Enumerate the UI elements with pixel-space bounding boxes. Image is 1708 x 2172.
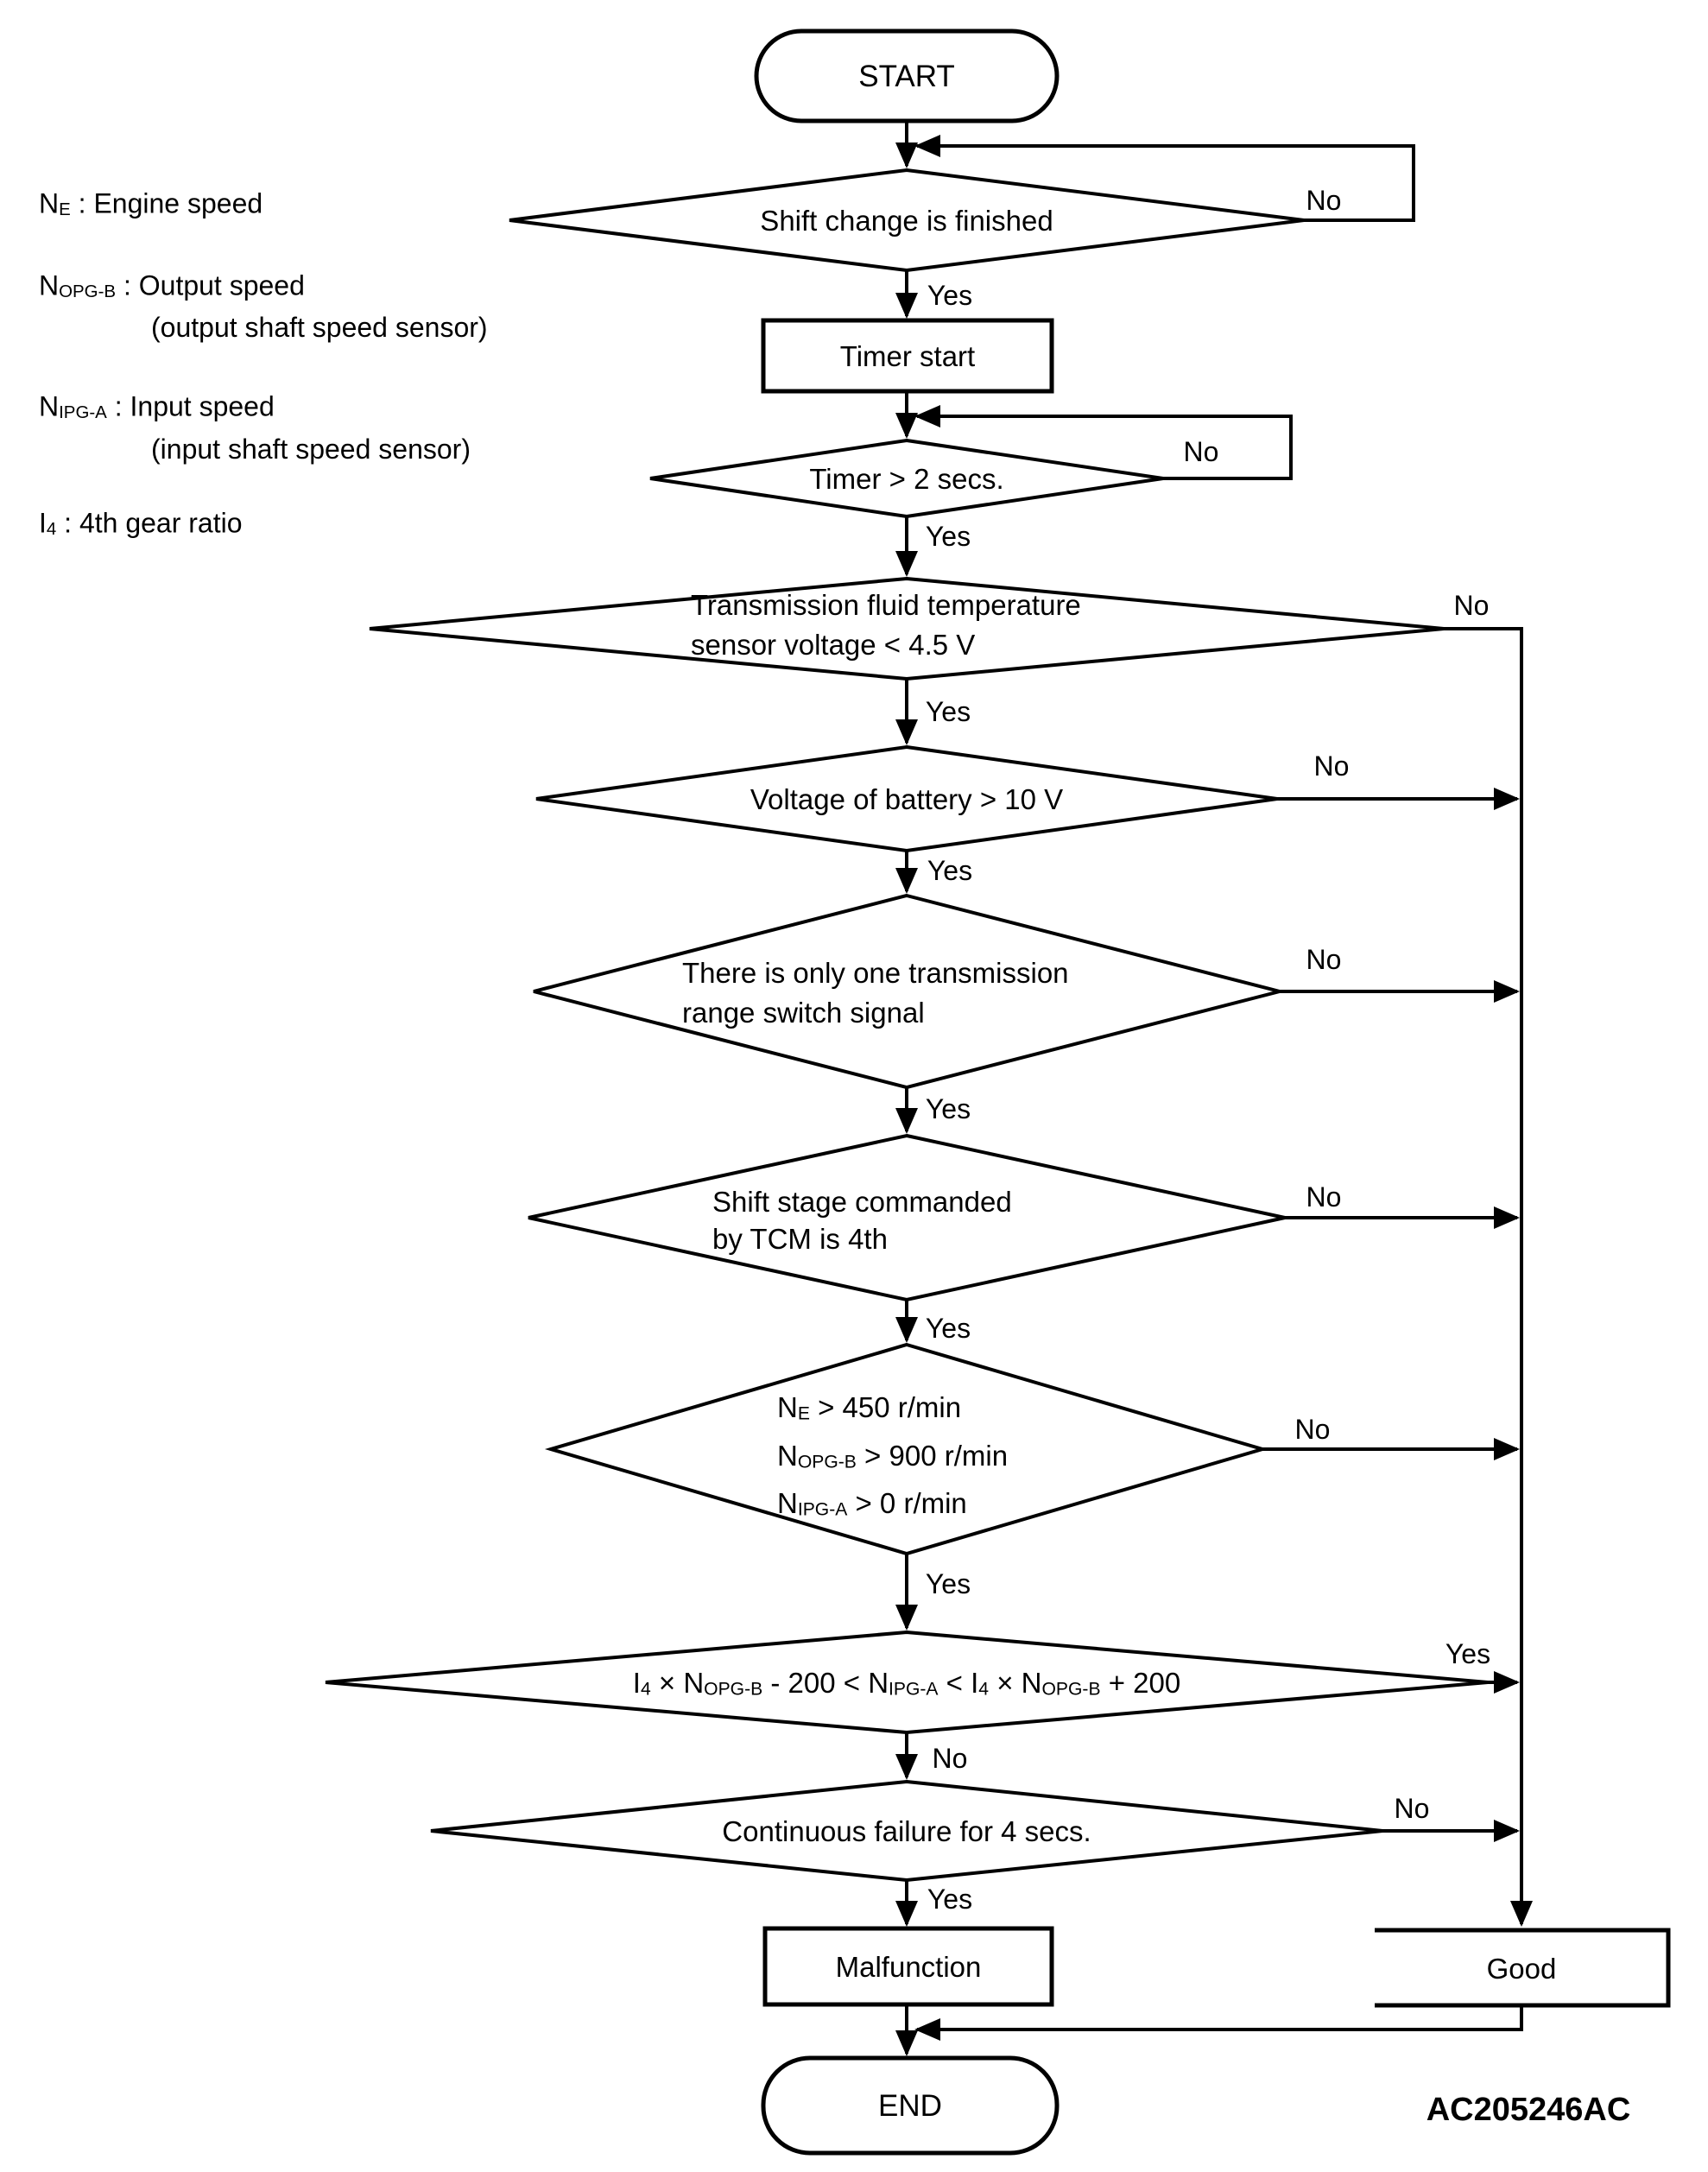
loop-no-shift-change bbox=[914, 135, 1415, 222]
start-terminal-shape bbox=[754, 28, 1060, 123]
figure-code: AC205246AC bbox=[1426, 2092, 1631, 2129]
decision-ratio-shape bbox=[325, 1630, 1489, 1735]
decision-fluid-temp-line1: Transmission fluid temperature bbox=[691, 589, 1081, 621]
decision-shift-stage-shape bbox=[528, 1133, 1286, 1302]
route-yes-continuous: Yes bbox=[927, 1883, 973, 1915]
decision-speeds-shape bbox=[544, 1342, 1269, 1556]
route-yes-speeds: Yes bbox=[925, 1567, 971, 1599]
decision-fluid-temp-label: Transmission fluid temperature sensor vo… bbox=[691, 586, 1081, 665]
route-no-range-switch: No bbox=[1306, 943, 1342, 975]
good-box-shape bbox=[1375, 1928, 1671, 2008]
decision-battery-shape bbox=[535, 744, 1278, 853]
route-no-ratio: No bbox=[932, 1742, 968, 1774]
decision-range-switch-label: There is only one transmission range swi… bbox=[682, 953, 1069, 1033]
malfunction-box-label: Malfunction bbox=[835, 1951, 982, 1984]
route-yes-timer: Yes bbox=[925, 520, 971, 552]
good-box-label: Good bbox=[1486, 1953, 1557, 1985]
end-terminal-label: END bbox=[878, 2089, 942, 2123]
route-no-continuous: No bbox=[1394, 1792, 1430, 1824]
route-no-shift-change: No bbox=[1306, 184, 1342, 216]
route-no-speeds: No bbox=[1294, 1413, 1331, 1445]
decision-speeds-label: NE > 450 r/min NOPG-B > 900 r/min NIPG-A… bbox=[777, 1387, 1008, 1531]
route-yes-ratio: Yes bbox=[1445, 1637, 1491, 1669]
route-yes-battery: Yes bbox=[927, 854, 973, 886]
decision-timer-shape bbox=[649, 438, 1164, 519]
decision-fluid-temp-line2: sensor voltage < 4.5 V bbox=[691, 629, 976, 661]
decision-range-switch-line1: There is only one transmission bbox=[682, 957, 1069, 989]
legend-output-speed: NOPG-B : Output speed bbox=[39, 269, 305, 301]
start-terminal-label: START bbox=[858, 60, 955, 93]
decision-speeds-line2: NOPG-B > 900 r/min bbox=[777, 1439, 1009, 1472]
legend-input-speed-note: (input shaft speed sensor) bbox=[151, 433, 471, 465]
timer-start-box-label: Timer start bbox=[839, 340, 976, 373]
decision-shift-change-shape bbox=[509, 168, 1305, 273]
decision-speeds-line3: NIPG-A > 0 r/min bbox=[777, 1487, 967, 1520]
route-no-shift-stage: No bbox=[1306, 1181, 1342, 1213]
route-no-battery: No bbox=[1313, 750, 1350, 782]
decision-speeds-line1: NE > 450 r/min bbox=[777, 1391, 962, 1424]
decision-shift-stage-line1: Shift stage commanded bbox=[712, 1186, 1012, 1218]
route-yes-shift-stage: Yes bbox=[925, 1312, 971, 1344]
decision-fluid-temp-shape bbox=[369, 576, 1445, 681]
legend-engine-speed: NE : Engine speed bbox=[39, 187, 263, 219]
route-no-timer: No bbox=[1183, 435, 1219, 467]
decision-shift-stage-line2: by TCM is 4th bbox=[712, 1223, 888, 1255]
legend-input-speed: NIPG-A : Input speed bbox=[39, 390, 275, 422]
timer-start-box-shape bbox=[761, 318, 1054, 394]
route-yes-fluid-temp: Yes bbox=[925, 695, 971, 727]
decision-ratio-label: I4 × NOPG-B - 200 < NIPG-A < I4 × NOPG-B… bbox=[632, 1667, 1181, 1700]
decision-continuous-label: Continuous failure for 4 secs. bbox=[722, 1815, 1091, 1848]
decision-range-switch-line2: range switch signal bbox=[682, 997, 925, 1029]
legend-output-speed-note: (output shaft speed sensor) bbox=[151, 311, 488, 343]
decision-range-switch-shape bbox=[533, 893, 1281, 1090]
decision-shift-change-label: Shift change is finished bbox=[760, 205, 1053, 237]
decision-timer-label: Timer > 2 secs. bbox=[809, 463, 1004, 496]
decision-battery-label: Voltage of battery > 10 V bbox=[750, 783, 1064, 816]
decision-continuous-shape bbox=[430, 1779, 1383, 1883]
malfunction-box-shape bbox=[762, 1926, 1054, 2007]
route-no-fluid-temp: No bbox=[1453, 589, 1490, 621]
end-terminal-shape bbox=[761, 2055, 1060, 2156]
rail-no-fluid-temp-to-good bbox=[1444, 627, 1533, 1927]
route-yes-shift-change: Yes bbox=[927, 279, 973, 311]
decision-shift-stage-label: Shift stage commanded by TCM is 4th bbox=[712, 1183, 1012, 1257]
legend-gear-ratio: I4 : 4th gear ratio bbox=[39, 507, 243, 539]
arrow-good-return bbox=[914, 2005, 1523, 2041]
loop-no-timer bbox=[914, 405, 1293, 480]
route-yes-range-switch: Yes bbox=[925, 1092, 971, 1124]
